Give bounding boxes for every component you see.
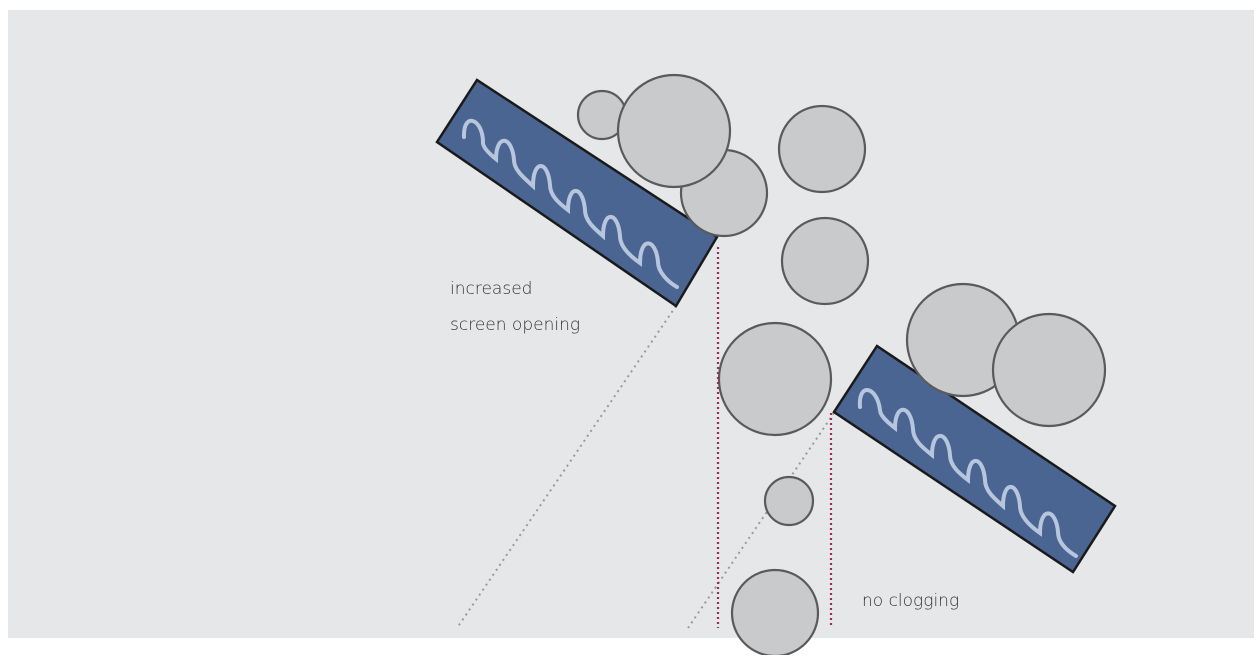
upper-screen-wave <box>461 118 679 289</box>
label-no-clogging: no clogging <box>862 591 959 611</box>
particle-bottom <box>730 568 820 658</box>
lower-screen-wave <box>857 388 1078 558</box>
guide-line-left <box>456 305 677 629</box>
particle-passing-large <box>717 321 833 437</box>
particle-right-upper <box>777 104 867 194</box>
upper-screen-bar <box>435 78 719 308</box>
label-increased: increased <box>450 279 532 299</box>
particle-small-passing <box>763 475 815 527</box>
particle-right-middle <box>780 216 870 306</box>
guide-line-right <box>687 412 835 629</box>
label-screen-opening: screen opening <box>450 315 580 335</box>
particle-large-top <box>616 73 732 189</box>
lower-screen-bar <box>832 344 1117 574</box>
particles <box>576 73 1107 658</box>
particle-cluster-front <box>991 312 1107 428</box>
